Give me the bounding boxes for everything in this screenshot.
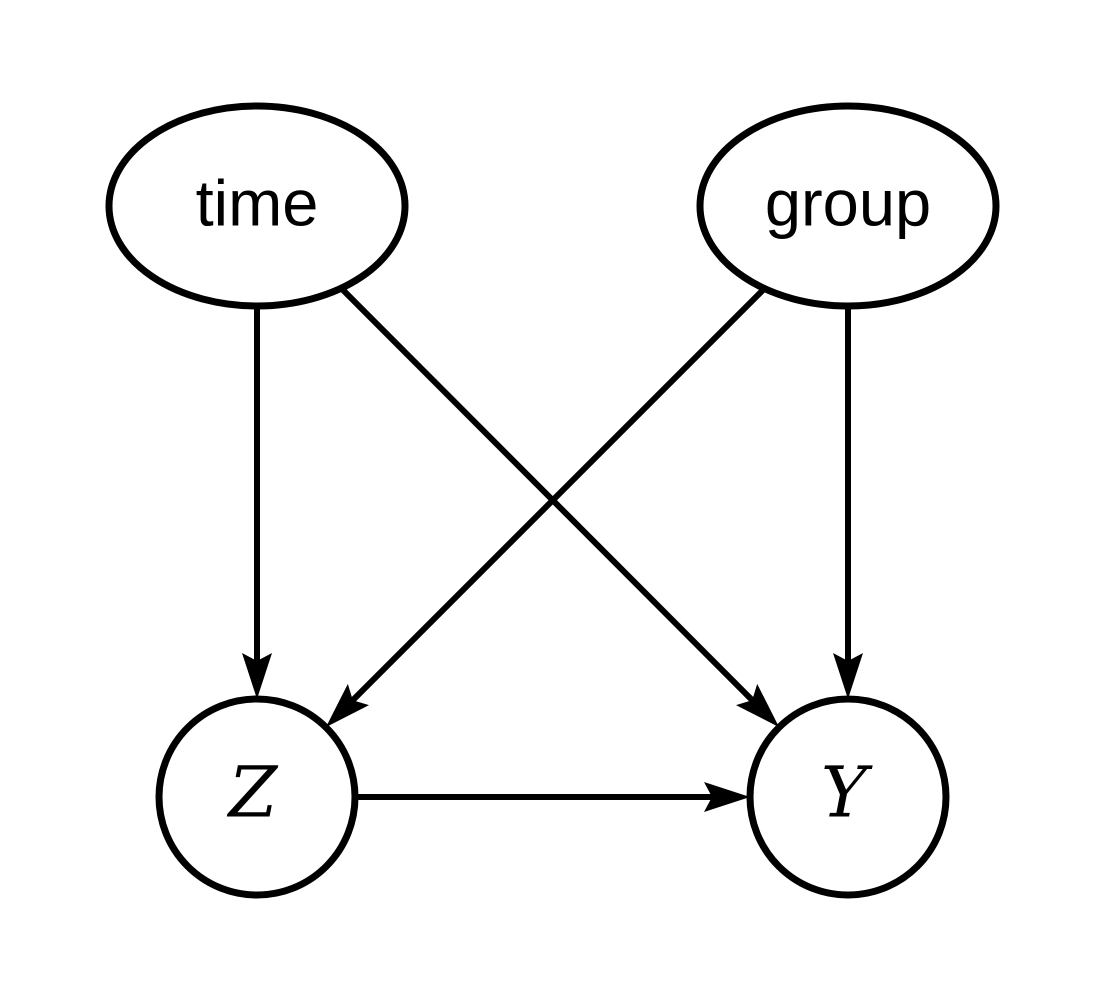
node-time-label: time	[196, 167, 319, 240]
node-z-label: Z	[227, 752, 279, 834]
node-z-circle	[155, 695, 359, 899]
node-group-ellipse	[696, 102, 1000, 310]
node-time-ellipse	[105, 102, 409, 310]
edge-time-to-y-arrow	[338, 285, 780, 728]
edge-group-to-z-arrow	[325, 285, 768, 728]
node-time: time	[105, 102, 409, 310]
node-y-label: Y	[821, 752, 873, 834]
node-z: Z	[155, 695, 359, 899]
node-group: group	[696, 102, 1000, 310]
node-group-label: group	[765, 167, 931, 240]
node-y-circle	[746, 695, 950, 899]
node-y: Y	[746, 695, 950, 899]
